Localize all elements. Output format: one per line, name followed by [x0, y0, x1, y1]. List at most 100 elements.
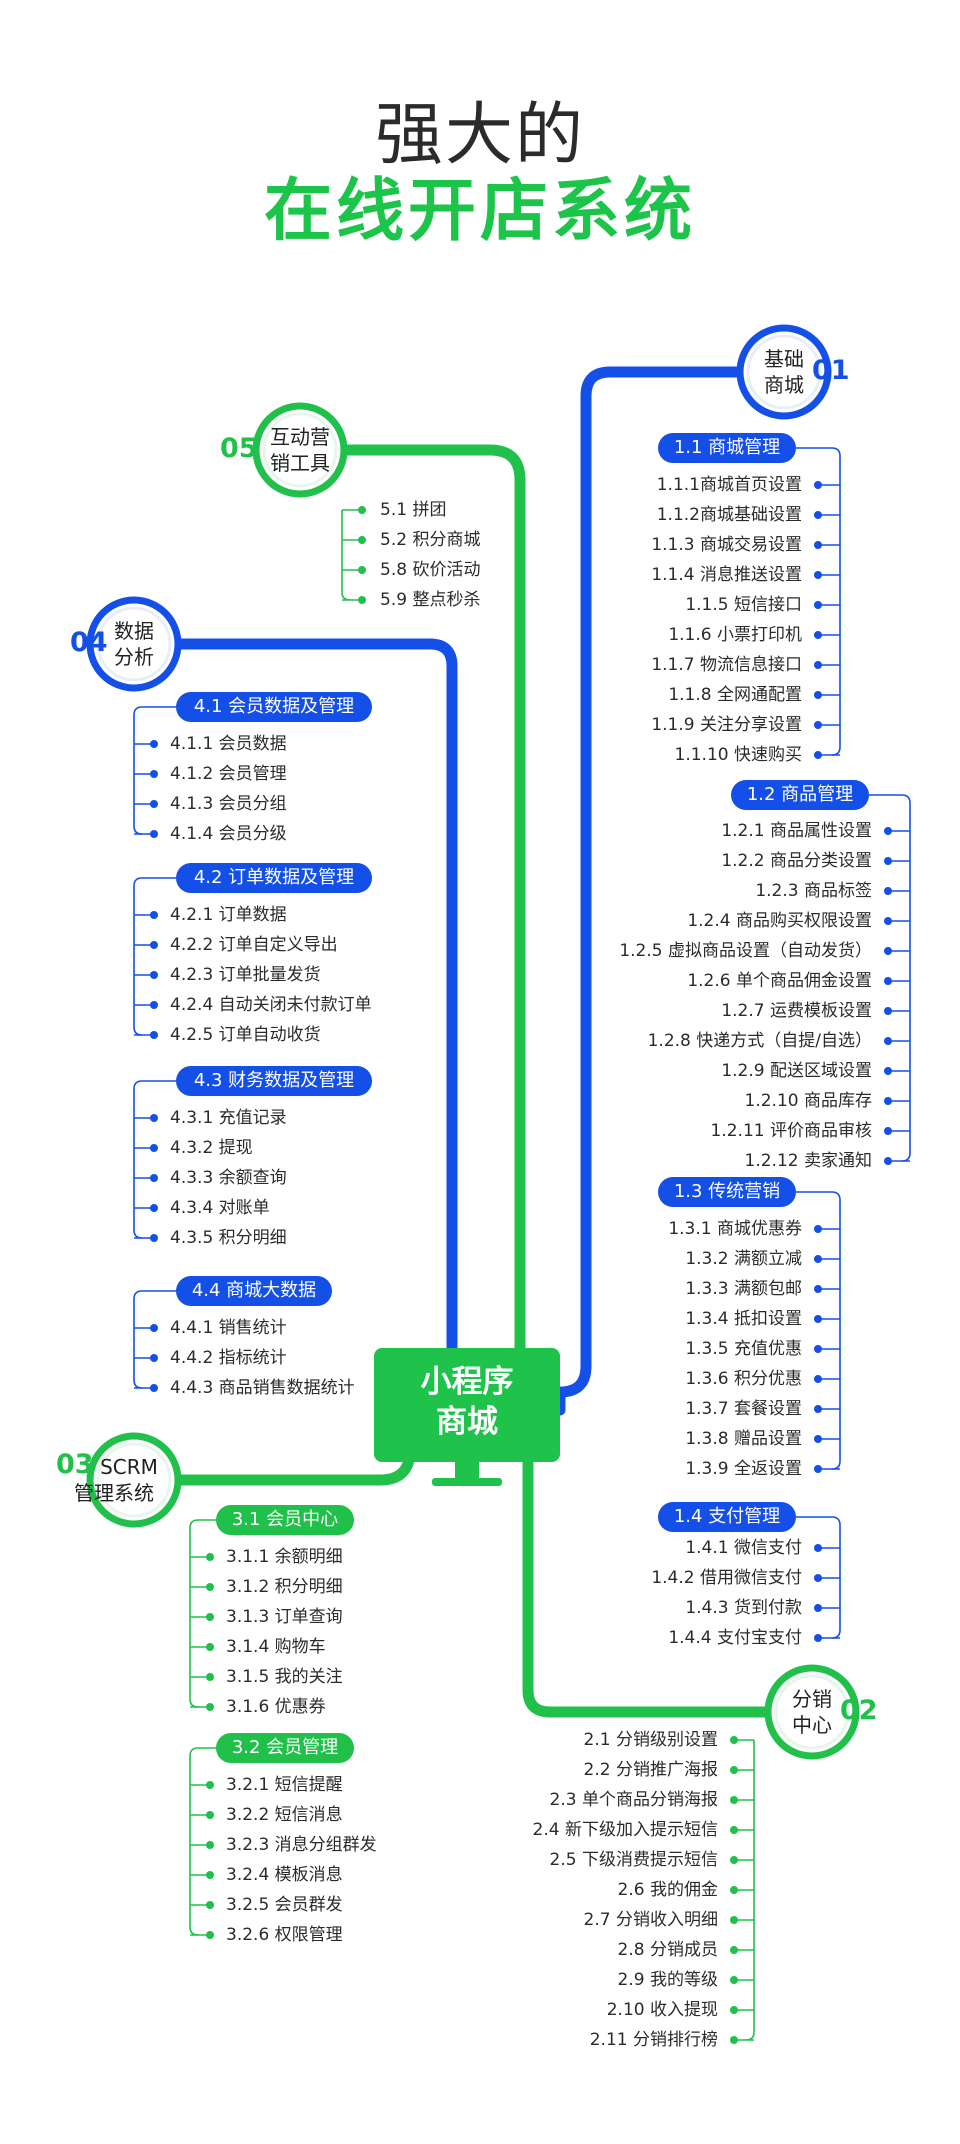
b01-g2-item: 1.2.4 商品购买权限设置 [687, 911, 872, 931]
b01-g2-item-dot [884, 917, 892, 925]
b01-g2-item: 1.2.7 运费模板设置 [721, 1001, 872, 1021]
b02-item: 2.9 我的等级 [617, 1970, 718, 1990]
b01-g3-item-dot [814, 1225, 822, 1233]
b04-g3-title-connector [133, 1080, 176, 1090]
node-02-number: 02 [840, 1695, 878, 1726]
b01-g2-item-dot [884, 887, 892, 895]
b04-g4-item: 4.4.1 销售统计 [170, 1318, 287, 1338]
b04-g2-item-dot [150, 1001, 158, 1009]
b01-g2-item: 1.2.9 配送区域设置 [721, 1061, 872, 1081]
b02-item: 2.2 分销推广海报 [583, 1760, 718, 1780]
b01-g2-item: 1.2.12 卖家通知 [744, 1151, 872, 1171]
b05-item: 5.1 拼团 [380, 500, 447, 520]
b03-g2-item: 3.2.2 短信消息 [226, 1805, 343, 1825]
node-03-number: 03 [56, 1449, 94, 1480]
b01-g4-item-dot [814, 1604, 822, 1612]
node-03-label-line2: 管理系统 [74, 1481, 154, 1505]
b03-g2-item: 3.2.4 模板消息 [226, 1865, 343, 1885]
b01-g1-item-dot [814, 601, 822, 609]
b01-g2-title-connector [869, 794, 911, 804]
b04-g4-item-dot [150, 1354, 158, 1362]
b02-item-dot [730, 1766, 738, 1774]
b04-g2-item: 4.2.4 自动关闭未付款订单 [170, 995, 372, 1015]
b03-g2-item-dot [206, 1871, 214, 1879]
b05-item: 5.2 积分商城 [380, 530, 481, 550]
b02-item-dot [730, 2006, 738, 2014]
b04-g1-item-dot [150, 830, 158, 838]
b01-g3-item-dot [814, 1465, 822, 1473]
b04-g3-item-dot [150, 1144, 158, 1152]
node-ring-02 [764, 1664, 860, 1760]
center-label-line1: 小程序 [420, 1364, 514, 1400]
b03-g2-item: 3.2.5 会员群发 [226, 1895, 343, 1915]
b01-g3-item-dot [814, 1435, 822, 1443]
node-04-number: 04 [70, 627, 108, 658]
node-04-label-line2: 分析 [114, 645, 154, 669]
node-01-label-line1: 基础 [764, 347, 804, 371]
b01-g4-item-dot [814, 1574, 822, 1582]
b01-g2-item-dot [884, 827, 892, 835]
b05-item-dot [358, 536, 366, 544]
b04-g1-item-dot [150, 770, 158, 778]
b02-bracket-end [745, 2031, 755, 2041]
b01-g2-item: 1.2.3 商品标签 [755, 881, 872, 901]
b02-item: 2.4 新下级加入提示短信 [532, 1820, 718, 1840]
b01-g4-item: 1.4.3 货到付款 [685, 1598, 802, 1618]
b03-g2-item-dot [206, 1901, 214, 1909]
node-ring-03 [86, 1432, 182, 1528]
b01-g2-item-dot [884, 1157, 892, 1165]
b01-g1-item: 1.1.9 关注分享设置 [651, 715, 802, 735]
b04-g4-bracket-end [133, 1379, 143, 1389]
b01-g1-item-dot [814, 721, 822, 729]
b01-g1-item: 1.1.4 消息推送设置 [651, 565, 802, 585]
b04-g2-title: 4.2 订单数据及管理 [176, 863, 372, 893]
b01-g3-item: 1.3.6 积分优惠 [685, 1369, 802, 1389]
b01-g1-item-dot [814, 751, 822, 759]
b04-g2-item: 4.2.1 订单数据 [170, 905, 287, 925]
b04-g4-item-dot [150, 1384, 158, 1392]
b01-g3-item: 1.3.1 商城优惠券 [668, 1219, 802, 1239]
b04-g1-item: 4.1.2 会员管理 [170, 764, 287, 784]
b01-g1-bracket-end [831, 746, 841, 756]
b01-g1-item: 1.1.10 快速购买 [674, 745, 802, 765]
b03-g2-bracket-end [189, 1926, 199, 1936]
b04-g3-item-dot [150, 1114, 158, 1122]
b03-g1-item: 3.1.2 积分明细 [226, 1577, 343, 1597]
node-05-label-line2: 销工具 [270, 451, 330, 475]
b04-g3-title: 4.3 财务数据及管理 [176, 1066, 372, 1096]
b01-g3-item: 1.3.3 满额包邮 [685, 1279, 802, 1299]
node-02-label: 分销 中心 [780, 1686, 844, 1738]
b01-g1-item-dot [814, 571, 822, 579]
b01-g4-item: 1.4.2 借用微信支付 [651, 1568, 802, 1588]
b03-g1-item-dot [206, 1553, 214, 1561]
b04-g2-item-dot [150, 911, 158, 919]
b03-g2-item-dot [206, 1931, 214, 1939]
b03-g2-item: 3.2.3 消息分组群发 [226, 1835, 377, 1855]
b03-g2-title: 3.2 会员管理 [216, 1733, 354, 1763]
b02-item-dot [730, 1796, 738, 1804]
b03-g1-bracket-end [189, 1698, 199, 1708]
b01-g3-item-dot [814, 1255, 822, 1263]
b03-g1-item: 3.1.3 订单查询 [226, 1607, 343, 1627]
b01-g1-item: 1.1.3 商城交易设置 [651, 535, 802, 555]
b04-g3-item: 4.3.2 提现 [170, 1138, 253, 1158]
b04-g4-item: 4.4.2 指标统计 [170, 1348, 287, 1368]
b01-g3-item-dot [814, 1345, 822, 1353]
b04-g1-bracket-end [133, 825, 143, 835]
b01-g3-item: 1.3.4 抵扣设置 [685, 1309, 802, 1329]
center-stand-neck [455, 1462, 479, 1478]
b02-item-dot [730, 1886, 738, 1894]
node-ring-04 [86, 596, 182, 692]
title-line1: 强大的 [374, 96, 585, 175]
b05-item: 5.9 整点秒杀 [380, 590, 481, 610]
b02-item: 2.1 分销级别设置 [583, 1730, 718, 1750]
center-label-line2: 商城 [436, 1404, 498, 1440]
b04-g4-title: 4.4 商城大数据 [176, 1276, 332, 1306]
node-04-label-line1: 数据 [114, 619, 154, 643]
b03-g1-title-connector [189, 1519, 216, 1529]
b03-g2-title-connector [189, 1747, 216, 1757]
b01-g3-item: 1.3.2 满额立减 [685, 1249, 802, 1269]
node-ring-01 [736, 324, 832, 420]
b04-g1-item: 4.1.4 会员分级 [170, 824, 287, 844]
b04-g2-item-dot [150, 971, 158, 979]
